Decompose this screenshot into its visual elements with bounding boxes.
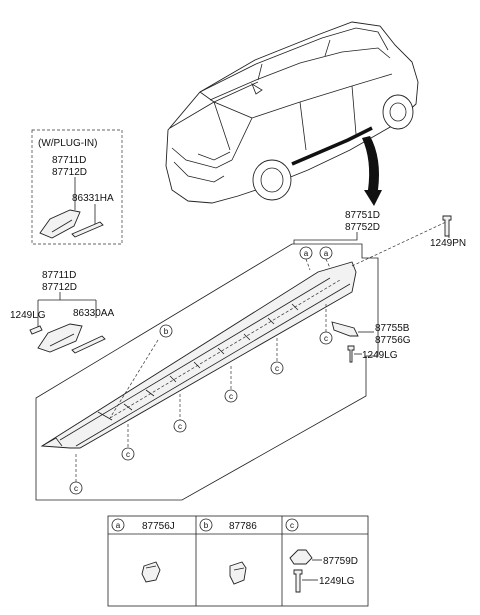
screw-c-icon: [293, 569, 303, 593]
location-arrow: [362, 136, 382, 206]
plugin-note: (W/PLUG-IN): [38, 138, 97, 149]
label-87751D: 87751D: [345, 210, 380, 221]
label-86330AA: 86330AA: [73, 308, 114, 319]
svg-text:b: b: [204, 521, 209, 530]
svg-text:c: c: [229, 392, 233, 401]
legend-part-87759D: 87759D: [323, 556, 358, 567]
svg-text:c: c: [275, 364, 279, 373]
legend-part-87756J: 87756J: [142, 521, 175, 532]
garnish-detail: 87711D 87712D 1249LG 86330AA: [10, 270, 114, 354]
svg-text:a: a: [324, 249, 329, 258]
svg-text:c: c: [290, 521, 294, 530]
label-1249PN: 1249PN: [430, 238, 466, 249]
c-markers: c c c c c c: [69, 304, 333, 495]
svg-text:b: b: [164, 327, 169, 336]
label-87756G: 87756G: [375, 335, 411, 346]
svg-text:a: a: [304, 249, 309, 258]
plugin-detail-box: (W/PLUG-IN) 87711D 87712D 86331HA: [31, 129, 123, 245]
label-86331HA: 86331HA: [72, 193, 114, 204]
label-87711D: 87711D: [42, 270, 76, 281]
legend-part-87786: 87786: [229, 521, 257, 532]
b-clip-dashes: [97, 279, 341, 421]
legend-table: a 87756J b 87786 c 87759D 1249LG: [107, 515, 369, 607]
svg-text:c: c: [324, 334, 328, 343]
marker-b: [159, 324, 173, 338]
label-1249LG-left: 1249LG: [10, 310, 46, 321]
label-1249LG-right: 1249LG: [362, 350, 398, 361]
legend-part-1249LG: 1249LG: [319, 576, 355, 587]
label-87711D-plugin: 87711D: [52, 155, 86, 166]
clip-c-icon: [289, 549, 313, 565]
clip-b-icon: [229, 561, 247, 585]
label-87755B: 87755B: [375, 323, 410, 334]
svg-text:c: c: [178, 422, 182, 431]
label-87712D-plugin: 87712D: [52, 167, 87, 178]
side-sill-assembly: 87751D 87752D a a b c: [35, 210, 466, 501]
label-87752D: 87752D: [345, 222, 380, 233]
svg-text:c: c: [126, 450, 130, 459]
vehicle-illustration: [165, 21, 419, 204]
clip-a-icon: [141, 561, 161, 583]
svg-text:c: c: [74, 484, 78, 493]
label-87712D: 87712D: [42, 282, 77, 293]
svg-text:a: a: [116, 521, 121, 530]
